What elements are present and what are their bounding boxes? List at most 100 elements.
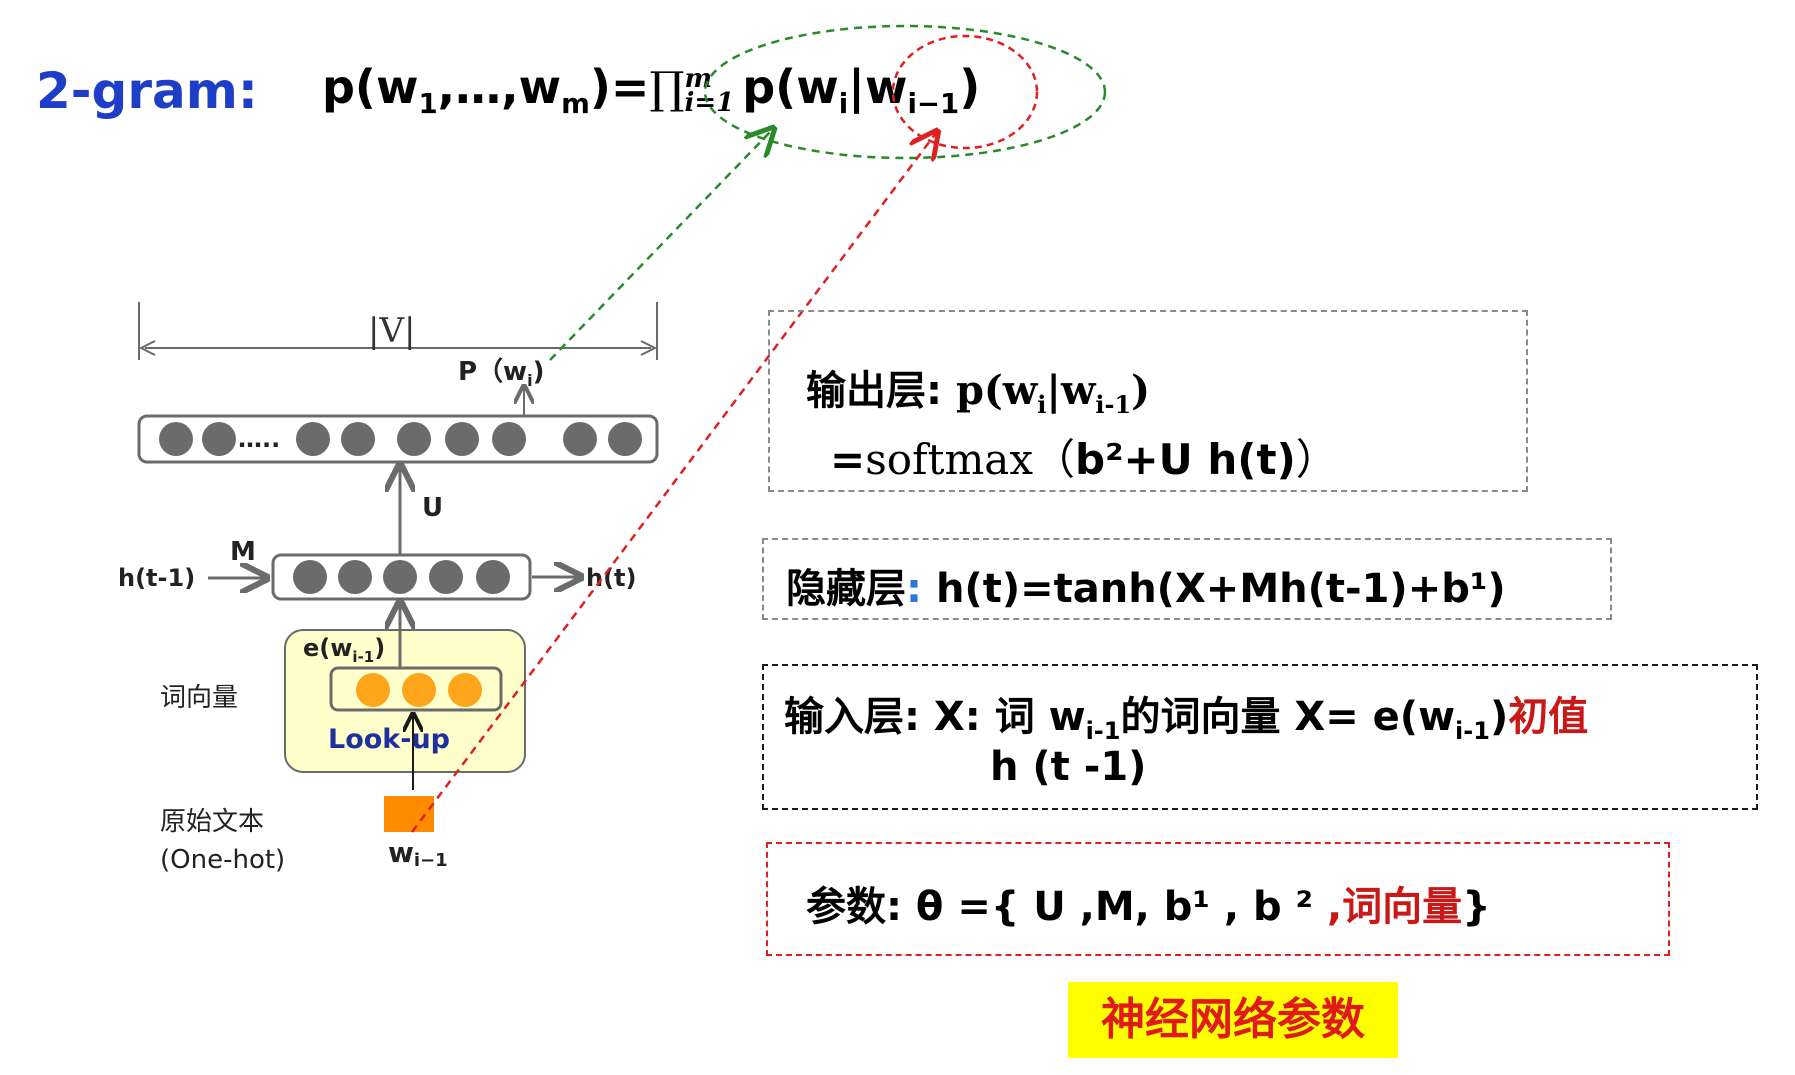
vocab-label: |V| xyxy=(368,311,415,351)
output-bar: |w xyxy=(1046,367,1096,414)
input-word-main: w xyxy=(388,836,414,869)
formula-sub-m: m xyxy=(561,87,590,121)
neural-params-badge: 神经网络参数 xyxy=(1068,982,1398,1058)
p-wi-main: P（w xyxy=(458,357,527,387)
hidden-colon: : xyxy=(906,566,922,612)
output-expr: p(wi|wi-1) xyxy=(955,367,1151,419)
output-ellipsis: ….. xyxy=(238,425,280,453)
input-sub-b: i-1 xyxy=(1455,717,1490,745)
word-vector-label: 词向量 xyxy=(160,683,238,713)
input-expr-b: 的词向量 X= e(w xyxy=(1120,694,1456,740)
embed-main: e(w xyxy=(303,634,352,662)
output-node xyxy=(296,422,330,456)
lookup-box xyxy=(284,629,526,773)
output-layer-line1: 输出层: p(wi|wi-1) xyxy=(806,358,1150,419)
output-layer-label: 输出层 xyxy=(806,368,926,414)
green-link-arrow xyxy=(549,130,772,361)
u-label: U xyxy=(422,493,443,523)
output-node xyxy=(445,422,479,456)
formula-close: ) xyxy=(959,60,981,114)
input-layer-line2: h (t -1) xyxy=(990,744,1147,790)
output-sub-i: i xyxy=(1037,390,1047,419)
params-line: 参数: θ ={ U ,M, b¹ , b ² ,词向量} xyxy=(806,874,1491,932)
red-ellipse xyxy=(891,34,1039,150)
hidden-node xyxy=(293,560,327,594)
embed-close: ) xyxy=(374,634,385,662)
output-node xyxy=(492,422,526,456)
formula-sub-1: 1 xyxy=(418,87,438,121)
lookup-label: Look-up xyxy=(328,724,450,755)
vocab-bracket-arrow-right xyxy=(640,340,658,356)
one-hot-label: (One-hot) xyxy=(160,845,285,875)
input-expr-a: X: 词 w xyxy=(920,694,1086,740)
hidden-layer-line: 隐藏层: h(t)=tanh(X+Mh(t-1)+b¹) xyxy=(786,556,1506,614)
p-wi-label: P（wi) xyxy=(458,357,544,390)
input-layer-panel xyxy=(762,664,1758,810)
red-link-arrow xyxy=(410,133,936,833)
formula-bar: |w xyxy=(848,60,908,114)
product-upper: m xyxy=(684,63,712,94)
input-word-label: wi−1 xyxy=(388,836,448,871)
p-wi-sub: i xyxy=(527,371,532,390)
h-t-label: h(t) xyxy=(586,564,637,592)
output-node xyxy=(608,422,642,456)
formula-sub-i: i xyxy=(838,87,849,121)
vocab-bracket-arrow-left xyxy=(138,340,156,356)
product-symbol: ∏ xyxy=(649,63,685,114)
hidden-node xyxy=(476,560,510,594)
embedding-vector-box xyxy=(329,666,503,712)
embed-node xyxy=(402,673,436,707)
onehot-square xyxy=(384,796,434,832)
hidden-layer-panel xyxy=(762,538,1612,620)
raw-text-label: 原始文本 xyxy=(160,807,264,837)
model-title: 2-gram: xyxy=(36,62,258,120)
output-node xyxy=(341,422,375,456)
hidden-node xyxy=(338,560,372,594)
softmax-close: ） xyxy=(1295,435,1338,484)
output-node xyxy=(159,422,193,456)
input-layer-label: 输入层: xyxy=(784,694,920,740)
input-layer-line1: 输入层: X: 词 wi-1的词向量 X= e(wi-1)初值 xyxy=(784,684,1588,745)
output-sub-im1: i-1 xyxy=(1095,390,1132,419)
p-wi-close: ) xyxy=(533,357,545,387)
params-expr: θ ={ U ,M, b¹ , b ² xyxy=(902,884,1327,930)
output-layer-line2: =softmax（b²+U h(t)） xyxy=(830,426,1338,487)
formula-lhs: p(w xyxy=(322,60,419,114)
params-word-vector: ,词向量 xyxy=(1326,884,1463,930)
green-ellipse xyxy=(703,24,1107,160)
params-panel xyxy=(766,842,1670,956)
hidden-layer-label: 隐藏层 xyxy=(786,566,906,612)
formula-p: p(w xyxy=(742,60,839,114)
output-p: p(w xyxy=(955,367,1038,414)
init-value-label: 初值 xyxy=(1508,694,1589,740)
output-eq: = xyxy=(830,435,866,484)
output-layer-panel xyxy=(768,310,1528,492)
formula-mid: ,…,w xyxy=(437,60,562,114)
input-word-sub: i−1 xyxy=(414,850,448,871)
hidden-node xyxy=(429,560,463,594)
input-sub-a: i-1 xyxy=(1085,717,1121,745)
output-node xyxy=(202,422,236,456)
embed-sub: i-1 xyxy=(352,648,374,666)
softmax-expr: b²+U h(t) xyxy=(1075,435,1296,484)
product-lower: i=1 xyxy=(684,87,735,118)
m-label: M xyxy=(230,537,256,567)
h-prev-label: h(t-1) xyxy=(118,564,195,592)
input-expr-c: ) xyxy=(1489,694,1509,740)
output-colon: : xyxy=(926,368,942,414)
output-node xyxy=(563,422,597,456)
params-close: } xyxy=(1462,884,1491,930)
softmax-word: softmax（ xyxy=(865,435,1076,484)
formula-sub-im1: i−1 xyxy=(907,87,960,121)
hidden-expr: h(t)=tanh(X+Mh(t-1)+b¹) xyxy=(935,566,1506,612)
output-node xyxy=(397,422,431,456)
formula-eq: )= xyxy=(589,60,650,114)
embedding-label: e(wi-1) xyxy=(303,634,385,666)
hidden-node xyxy=(383,560,417,594)
embed-node xyxy=(448,673,482,707)
params-label: 参数: xyxy=(806,884,902,930)
output-close: ) xyxy=(1131,367,1151,414)
